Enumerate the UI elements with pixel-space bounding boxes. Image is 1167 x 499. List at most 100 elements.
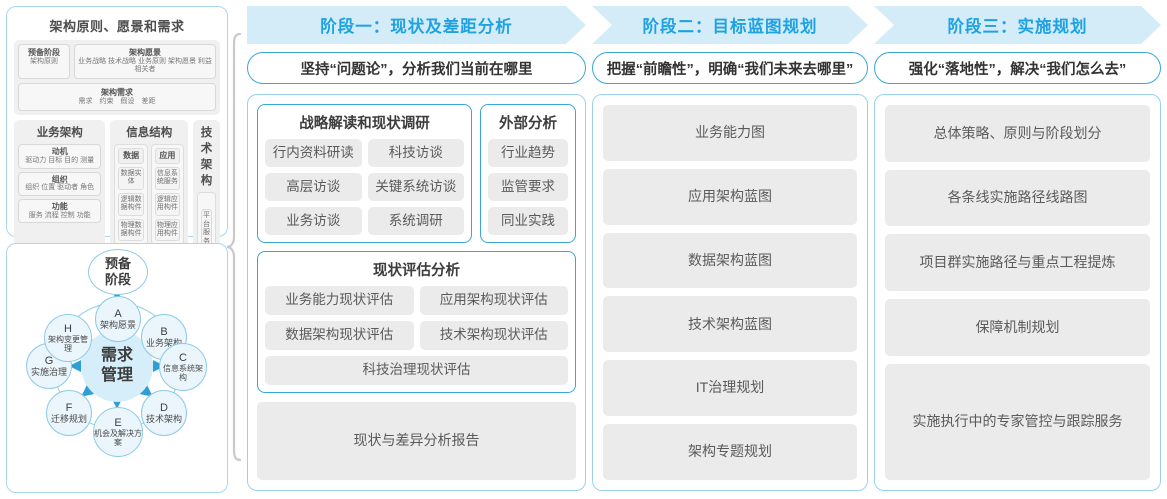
adm-node-name: 架构愿景: [99, 319, 136, 330]
adm-center-line2: 管理: [100, 367, 133, 384]
list-item[interactable]: 行业趋势: [488, 139, 568, 167]
adm-node-preliminary: 预备 阶段: [88, 249, 148, 295]
column-title: 业务架构: [36, 127, 83, 140]
list-item[interactable]: 应用架构蓝图: [603, 168, 857, 225]
card-body: 驱动力 目标 目的 测量: [25, 157, 95, 165]
togaf-content-framework-panel: 架构原则、愿景和需求 预备阶段 架构原则 架构愿景 业务战略 技术战略 业务原则…: [6, 6, 228, 426]
list-item[interactable]: 科技访谈: [367, 139, 464, 167]
phase-3-subtitle: 强化“落地性”，解决“我们怎么去”: [874, 52, 1161, 84]
adm-node-letter: F: [65, 401, 73, 414]
list-item[interactable]: 系统调研: [367, 207, 464, 235]
phase-2-subtitle: 把握“前瞻性”，明确“我们未来去哪里”: [592, 52, 868, 84]
adm-node-name: 迁移规划: [50, 413, 87, 424]
subcolumn-item: 数据实体: [118, 167, 144, 190]
phase-2-header: 阶段二：目标蓝图规划: [592, 6, 868, 44]
adm-node-a: A 架构愿景: [95, 296, 141, 342]
subcolumn-head: 应用: [154, 148, 181, 165]
card-body: 架构原则: [30, 57, 58, 65]
togaf-card-function: 功能 服务 流程 控制 功能: [18, 199, 102, 224]
card-head: 预备阶段: [28, 48, 60, 57]
list-item[interactable]: 业务能力图: [603, 105, 857, 161]
adm-cycle-panel: 预备 阶段 需求 管理 A 架构愿景 B 业务架构 C 信息系统架构 D 技术架: [6, 243, 228, 493]
list-item[interactable]: 数据架构蓝图: [603, 232, 857, 289]
group-title: 战略解读和现状调研: [299, 116, 430, 132]
card-body: 需求 约束 假设 差距: [78, 97, 156, 105]
group-current-state-assessment: 现状评估分析 业务能力现状评估 应用架构现状评估 数据架构现状评估 技术架构现状…: [257, 251, 576, 393]
list-item[interactable]: 业务能力现状评估: [265, 286, 414, 315]
adm-prep-line2: 阶段: [104, 272, 131, 287]
adm-node-letter: B: [160, 325, 168, 338]
card-body: 业务战略 技术战略 业务原则 架构愿景 利益相关者: [78, 57, 212, 74]
group-title: 外部分析: [499, 116, 557, 132]
list-item[interactable]: 数据架构现状评估: [265, 321, 414, 350]
list-item[interactable]: 总体策略、原则与阶段划分: [885, 105, 1150, 162]
subcolumn-item: 信息系统服务: [154, 167, 181, 190]
togaf-card-vision: 架构愿景 业务战略 技术战略 业务原则 架构愿景 利益相关者: [74, 44, 216, 80]
subcolumn-head: 数据: [118, 148, 144, 165]
group-items: 行业趋势 监管要求 同业实践: [488, 139, 568, 235]
card-head: 架构需求: [101, 88, 133, 98]
subcolumn-item: 物理数据构件: [118, 218, 144, 242]
togaf-card-preliminary: 预备阶段 架构原则: [18, 44, 70, 80]
togaf-top-section: 预备阶段 架构原则 架构愿景 业务战略 技术战略 业务原则 架构愿景 利益相关者…: [14, 40, 220, 116]
list-item[interactable]: 应用架构现状评估: [419, 286, 568, 315]
list-item[interactable]: 架构专题规划: [603, 424, 857, 480]
togaf-row-vision: 预备阶段 架构原则 架构愿景 业务战略 技术战略 业务原则 架构愿景 利益相关者: [18, 44, 216, 80]
list-item-wide[interactable]: 科技治理现状评估: [265, 356, 568, 385]
list-item[interactable]: 保障机制规划: [885, 299, 1150, 356]
phase-column-1: 阶段一：现状及差距分析 坚持“问题论”，分析我们当前在哪里 战略解读和现状调研 …: [247, 6, 586, 491]
group-items: 业务能力现状评估 应用架构现状评估 数据架构现状评估 技术架构现状评估 科技治理…: [265, 286, 568, 385]
group-external-analysis: 外部分析 行业趋势 监管要求 同业实践: [480, 104, 576, 243]
group-strategy-research: 战略解读和现状调研 行内资料研读 科技访谈 高层访谈 关键系统访谈 业务访谈 系…: [257, 104, 472, 243]
adm-node-name: 技术架构: [145, 413, 182, 424]
group-items: 行内资料研读 科技访谈 高层访谈 关键系统访谈 业务访谈 系统调研: [265, 139, 464, 235]
phase-1-header: 阶段一：现状及差距分析: [247, 6, 586, 44]
list-item[interactable]: 高层访谈: [265, 173, 362, 201]
card-head: 功能: [51, 202, 68, 212]
adm-node-letter: H: [64, 322, 72, 335]
adm-node-letter: G: [44, 354, 54, 367]
adm-node-e: E 机会及解决方案: [93, 407, 143, 457]
adm-node-name: 实施治理: [30, 366, 67, 377]
adm-node-name: 信息系统架构: [163, 363, 203, 383]
togaf-card-organization: 组织 组织 位置 驱动者 角色: [18, 171, 102, 197]
list-item[interactable]: 技术架构蓝图: [603, 296, 857, 353]
column-title: 信息结构: [126, 127, 173, 140]
column-title: 技术架构: [200, 127, 213, 188]
togaf-title: 架构原则、愿景和需求: [49, 19, 185, 34]
list-item[interactable]: 行内资料研读: [265, 139, 362, 167]
subcolumn-item: 逻辑数据构件: [118, 192, 144, 216]
column-cards: 动机 驱动力 目标 目的 测量 组织 组织 位置 驱动者 角色 功能 服务 流程…: [18, 144, 102, 224]
phase-2-item-list: 业务能力图 应用架构蓝图 数据架构蓝图 技术架构蓝图 IT治理规划 架构专题规划: [603, 105, 857, 480]
left-column: 架构原则、愿景和需求 预备阶段 架构原则 架构愿景 业务战略 技术战略 业务原则…: [6, 6, 228, 493]
card-body: 服务 流程 控制 功能: [28, 211, 91, 219]
adm-node-name: 机会及解决方案: [94, 428, 142, 448]
adm-node-h: H 架构变更管理: [44, 314, 92, 362]
phase-3-header: 阶段三：实施规划: [874, 6, 1161, 44]
adm-node-name: 业务架构: [145, 337, 182, 348]
list-item[interactable]: 各条线实施路径线路图: [885, 169, 1150, 227]
phase-3-item-list: 总体策略、原则与阶段划分 各条线实施路径线路图 项目群实施路径与重点工程提炼 保…: [885, 105, 1150, 480]
adm-center-line1: 需求: [100, 347, 133, 364]
list-item[interactable]: 监管要求: [488, 173, 568, 201]
subcolumn-application: 应用 信息系统服务 逻辑应用构件 物理应用构件: [150, 144, 185, 246]
list-item[interactable]: 关键系统访谈: [367, 173, 464, 201]
list-item[interactable]: 同业实践: [488, 207, 568, 235]
adm-node-c: C 信息系统架构: [159, 343, 207, 391]
list-item[interactable]: 技术架构现状评估: [419, 321, 568, 350]
phase-1-report-box[interactable]: 现状与差异分析报告: [257, 402, 576, 480]
adm-prep-line1: 预备: [104, 256, 131, 272]
phase-1-top-row: 战略解读和现状调研 行内资料研读 科技访谈 高层访谈 关键系统访谈 业务访谈 系…: [257, 104, 576, 243]
group-title: 现状评估分析: [373, 263, 460, 279]
subcolumn-item: 物理应用构件: [154, 218, 181, 242]
togaf-card-motivation: 动机 驱动力 目标 目的 测量: [18, 144, 102, 169]
list-item[interactable]: 项目群实施路径与重点工程提炼: [885, 234, 1150, 292]
list-item[interactable]: 业务访谈: [265, 207, 362, 235]
adm-node-letter: C: [179, 351, 187, 364]
adm-node-f: F 迁移规划: [46, 390, 92, 436]
subcolumn-data: 数据 数据实体 逻辑数据构件 物理数据构件: [114, 144, 148, 246]
list-item[interactable]: 实施执行中的专家管控与跟踪服务: [885, 363, 1150, 480]
list-item[interactable]: IT治理规划: [603, 360, 857, 417]
adm-node-name: 架构变更管理: [48, 334, 88, 354]
togaf-card-requirements: 架构需求 需求 约束 假设 差距: [18, 83, 216, 112]
